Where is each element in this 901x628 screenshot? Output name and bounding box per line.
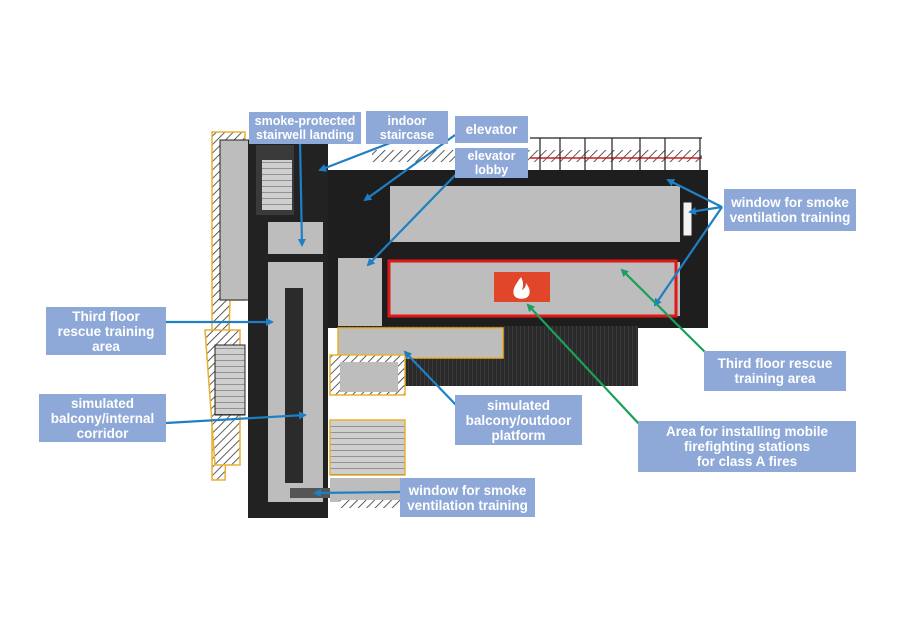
label-line: corridor (76, 425, 129, 441)
highlight-area-box (387, 259, 678, 318)
label-line: stairwell landing (256, 128, 354, 142)
label-line: platform (491, 427, 546, 443)
label-line: elevator (467, 149, 516, 163)
label-line: Area for installing mobile (665, 424, 829, 439)
arrow-mobile-stations (526, 303, 641, 426)
lower-platform-block (329, 326, 638, 508)
label-elevator-lobby: elevator lobby (455, 148, 528, 178)
left-corridor-block (248, 140, 330, 518)
label-balcony-internal: simulated balcony/internal corridor (39, 394, 166, 442)
label-window-bottom: window for smoke ventilation training (400, 478, 535, 517)
left-outer-balcony (204, 131, 251, 481)
label-line: ventilation training (729, 210, 851, 225)
annotation-arrows-green (526, 268, 709, 426)
label-line: simulated (486, 397, 551, 413)
label-line: training area (734, 371, 816, 386)
label-third-floor-right: Third floor rescue training area (704, 351, 846, 391)
label-window-right: window for smoke ventilation training (724, 189, 856, 231)
label-third-floor-left: Third floor rescue training area (46, 307, 166, 355)
label-indoor-staircase: indoor staircase (366, 111, 448, 144)
arrow-elevator-lobby (366, 164, 466, 267)
label-smoke-protected-landing: smoke-protected stairwell landing (249, 112, 361, 144)
arrow-balcony-internal (165, 411, 307, 425)
label-line: window for smoke (731, 195, 849, 210)
label-line: lobby (474, 163, 509, 177)
label-line: elevator (465, 122, 518, 137)
arrow-balcony-outdoor (403, 350, 457, 406)
label-line: firefighting stations (684, 439, 810, 454)
label-line: simulated (70, 395, 135, 411)
label-line: area (92, 338, 120, 354)
arrow-window-right-1 (666, 179, 723, 208)
arrow-window-right-2 (688, 205, 723, 216)
label-line: indoor (387, 113, 427, 128)
label-mobile-stations: Area for installing mobile firefighting … (638, 421, 856, 472)
arrow-elevator (363, 134, 456, 202)
top-roof-railing (372, 137, 702, 170)
arrow-indoor-staircase (318, 141, 391, 172)
label-line: for class A fires (696, 454, 798, 469)
label-line: smoke-protected (254, 114, 356, 128)
label-line: staircase (379, 127, 435, 142)
label-line: rescue training (57, 323, 155, 339)
label-line: balcony/internal (50, 410, 155, 426)
arrow-window-right-3 (653, 206, 723, 307)
label-balcony-outdoor: simulated balcony/outdoor platform (455, 395, 582, 445)
label-line: ventilation training (407, 497, 528, 513)
label-line: window for smoke (408, 482, 527, 498)
label-line: Third floor (72, 308, 140, 324)
fire-icon (494, 272, 550, 302)
label-line: Third floor rescue (717, 356, 833, 371)
label-elevator: elevator (455, 116, 528, 143)
arrow-smoke-landing (297, 139, 306, 247)
arrow-window-bottom (313, 488, 401, 497)
arrow-third-floor-right (620, 268, 709, 356)
label-line: balcony/outdoor (465, 412, 572, 428)
annotation-arrows-blue (165, 134, 723, 497)
